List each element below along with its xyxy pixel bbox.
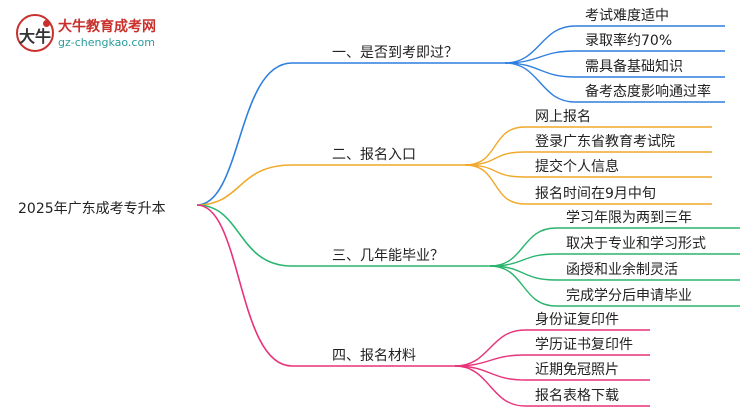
branch-1-leaf-4-connector (504, 62, 576, 103)
branch-3-leaf-1-label: 学习年限为两到三年 (566, 210, 692, 226)
branch-3-leaf-3-label: 函授和业余制灵活 (566, 261, 678, 278)
branch-4-leaf-2-label: 学历证书复印件 (535, 336, 633, 353)
logo-badge-icon: 大牛 (16, 14, 54, 52)
branch-1-leaf-1-connector (504, 25, 576, 64)
root-label: 2025年广东成考专升本 (18, 201, 166, 217)
branch-4-label: 四、报名材料 (332, 348, 416, 364)
branch-4-leaf-4-connector (454, 365, 526, 407)
branch-1-label: 一、是否到考即过？ (332, 45, 458, 61)
branch-1-leaf-1-label: 考试难度适中 (585, 8, 669, 24)
branch-4-leaf-1-connector (454, 329, 526, 367)
branch-2-leaf-3-label: 提交个人信息 (535, 158, 619, 175)
branch-3-leaf-4-connector (489, 265, 557, 307)
branch-2-leaf-3-connector (464, 164, 526, 178)
branch-2-connector (196, 164, 293, 206)
logo-mark: 大牛 (18, 27, 51, 46)
branch-1-connector (196, 62, 293, 206)
branch-4-leaf-3-label: 近期免冠照片 (535, 362, 619, 378)
branch-3-leaf-3-connector (489, 265, 557, 281)
branch-1-leaf-3-label: 需具备基础知识 (585, 58, 683, 75)
branch-2-leaf-4-connector (464, 164, 526, 205)
branch-2-leaf-1-connector (464, 126, 526, 166)
branch-2-leaf-2-label: 登录广东省教育考试院 (535, 134, 675, 150)
logo: 大牛 大牛教育成考网 gz-chengkao.com (16, 14, 176, 54)
branch-1-leaf-2-label: 录取率约70% (585, 32, 672, 49)
branch-4-leaf-1-label: 身份证复印件 (535, 311, 619, 328)
branch-4-connector (196, 204, 293, 367)
branch-3-leaf-1-connector (489, 227, 557, 267)
branch-1-leaf-3-connector (504, 62, 576, 78)
branch-3-leaf-4-label: 完成学分后申请毕业 (566, 288, 692, 304)
branch-3-leaf-2-label: 取决于专业和学习形式 (566, 236, 706, 252)
logo-title: 大牛教育成考网 (58, 19, 156, 35)
branch-1-leaf-4-label: 备考态度影响通过率 (585, 83, 711, 100)
logo-url: gz-chengkao.com (58, 36, 155, 49)
branch-1-leaf-2-connector (504, 50, 576, 64)
branch-3-label: 三、几年能毕业？ (332, 248, 444, 264)
branch-3-leaf-2-connector (489, 253, 557, 267)
branch-2-label: 二、报名入口 (332, 147, 416, 163)
logo-dot-icon (43, 20, 50, 27)
branch-3-connector (196, 204, 293, 267)
branch-2-leaf-1-label: 网上报名 (535, 109, 591, 125)
branch-4-leaf-4-label: 报名表格下载 (535, 388, 619, 404)
branch-2-leaf-4-label: 报名时间在9月中旬 (535, 186, 656, 202)
branch-2-leaf-2-connector (464, 151, 526, 166)
branch-4-leaf-3-connector (454, 365, 526, 381)
